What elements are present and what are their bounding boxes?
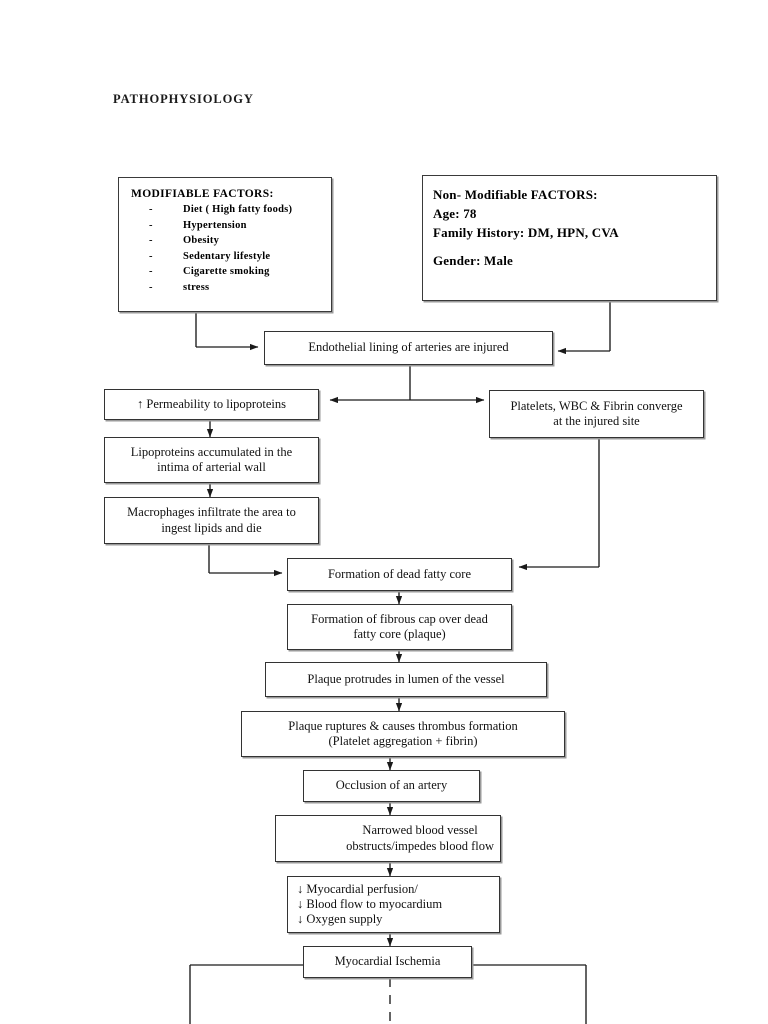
list-item: - Sedentary lifestyle: [149, 249, 321, 265]
modifiable-factors-box: MODIFIABLE FACTORS: - Diet ( High fatty f…: [118, 177, 332, 312]
list-item: - stress: [149, 280, 321, 296]
list-item: - Hypertension: [149, 218, 321, 234]
node-label: Platelets, WBC & Fibrin converge at the …: [510, 398, 683, 428]
patient-family-history: Family History: DM, HPN, CVA: [433, 224, 619, 240]
list-item-label: Cigarette smoking: [183, 266, 270, 278]
list-item: - Cigarette smoking: [149, 264, 321, 280]
list-item: - Obesity: [149, 233, 321, 249]
list-item-label: Sedentary lifestyle: [183, 250, 271, 262]
list-item: - Diet ( High fatty foods): [149, 202, 321, 218]
node-label: Formation of dead fatty core: [327, 566, 471, 581]
node-plaque-ruptures: Plaque ruptures & causes thrombus format…: [241, 711, 565, 757]
node-label: Myocardial Ischemia: [334, 954, 441, 969]
modifiable-factors-list: -Diet ( High fatty foods) -Hypertension …: [131, 202, 321, 295]
bullet-dash: -: [149, 235, 153, 247]
node-dead-fatty-core: Formation of dead fatty core: [287, 558, 512, 591]
node-label: Macrophages infiltrate the area to inges…: [127, 505, 296, 535]
node-label: [282, 823, 346, 854]
patient-gender: Gender: Male: [433, 252, 514, 268]
node-perfusion-drop: ↓ Myocardial perfusion/ ↓ Blood flow to …: [287, 876, 500, 933]
list-item-label: Hypertension: [183, 219, 247, 231]
node-fibrous-cap: Formation of fibrous cap over dead fatty…: [287, 604, 512, 650]
list-item-label: stress: [183, 281, 210, 293]
node-narrowed-vessel: Narrowed blood vessel obstructs/impedes …: [275, 815, 501, 862]
node-label: ↓ Myocardial perfusion/ ↓ Blood flow to …: [297, 881, 443, 927]
node-myocardial-ischemia: Myocardial Ischemia: [303, 946, 472, 978]
bullet-dash: -: [149, 219, 153, 231]
node-label: ↑ Permeability to lipoproteins: [137, 396, 286, 411]
node-label-narrowed: Narrowed blood vessel obstructs/impedes …: [346, 823, 494, 853]
bullet-dash: -: [149, 266, 153, 278]
bullet-dash: -: [149, 204, 153, 215]
page-title: PATHOPHYSIOLOGY: [113, 92, 254, 106]
node-lipoproteins-accumulate: Lipoproteins accumulated in the intima o…: [104, 437, 319, 483]
node-label: Lipoproteins accumulated in the intima o…: [130, 444, 293, 474]
list-item-label: Obesity: [183, 235, 220, 247]
node-label: Occlusion of an artery: [335, 778, 448, 793]
bullet-dash: -: [149, 250, 153, 262]
non-modifiable-factors-heading: Non- Modifiable FACTORS:: [433, 187, 598, 202]
node-label: Plaque ruptures & causes thrombus format…: [288, 718, 518, 748]
node-permeability: ↑ Permeability to lipoproteins: [104, 389, 319, 420]
modifiable-factors-heading: MODIFIABLE FACTORS:: [131, 188, 274, 200]
node-endothelial-injury: Endothelial lining of arteries are injur…: [264, 331, 553, 365]
node-label: Plaque protrudes in lumen of the vessel: [307, 671, 505, 686]
node-label: Endothelial lining of arteries are injur…: [308, 340, 509, 355]
node-macrophages: Macrophages infiltrate the area to inges…: [104, 497, 319, 544]
node-label: Formation of fibrous cap over dead fatty…: [311, 611, 488, 641]
non-modifiable-factors-box: Non- Modifiable FACTORS: Age: 78 Family …: [422, 175, 717, 301]
node-platelets-converge: Platelets, WBC & Fibrin converge at the …: [489, 390, 704, 438]
list-item-label: Diet ( High fatty foods): [183, 204, 293, 215]
bullet-dash: -: [149, 281, 153, 293]
patient-age: Age: 78: [433, 205, 477, 221]
node-plaque-protrudes: Plaque protrudes in lumen of the vessel: [265, 662, 547, 697]
node-occlusion: Occlusion of an artery: [303, 770, 480, 802]
